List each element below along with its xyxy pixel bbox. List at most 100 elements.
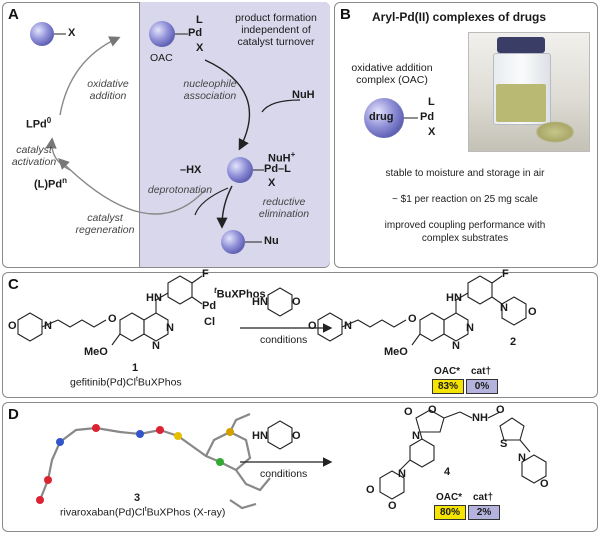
compound-3-caption: rivaroxaban(Pd)CltBuXPhos (X-ray) <box>60 506 226 519</box>
d-o-morpholinone-ring: O <box>388 500 397 512</box>
d-n-morpholinone: N <box>398 468 406 480</box>
oac-caption: oxidative addition complex (OAC) <box>351 62 433 86</box>
drug-pd-l: L <box>428 96 435 108</box>
c2-n-left: N <box>344 320 352 332</box>
c-o-ether: O <box>108 313 117 325</box>
nuh-plus-label: NuH+ <box>268 150 296 165</box>
d-reagent-o: O <box>292 430 301 442</box>
c2-hn: HN <box>446 292 462 304</box>
c2-o-morph: O <box>528 306 537 318</box>
d-n-morph: N <box>518 452 526 464</box>
c2-meo: MeO <box>384 346 408 358</box>
c2-o-left: O <box>308 320 317 332</box>
lpd0-label: LPd0 <box>26 116 52 131</box>
compound-3: 3 <box>134 492 141 504</box>
product-ball <box>221 230 245 254</box>
pd-l-label: Pd–L <box>264 163 291 175</box>
c2-o-ether: O <box>408 313 417 325</box>
c-f: F <box>202 268 209 280</box>
c-n-left: N <box>44 320 52 332</box>
d-o-carbonyl1: O <box>404 406 413 418</box>
c-cat-header: cat† <box>470 366 491 377</box>
c-pd: Pd <box>202 300 217 312</box>
c-meo: MeO <box>84 346 108 358</box>
c-hn: HN <box>146 292 162 304</box>
oac-pd-top: L <box>196 14 203 26</box>
c2-n-quin2: N <box>452 340 460 352</box>
nuh-in-arrow <box>261 99 301 113</box>
drug-label: drug <box>369 111 394 123</box>
d-reagent-hn: HN <box>252 430 268 442</box>
panel-d-label: D <box>8 406 19 423</box>
x-bottom-label: X <box>268 177 276 189</box>
powder-pile <box>535 121 575 143</box>
panel-b-label: B <box>340 6 351 23</box>
catalyst-regeneration-label: catalyst regeneration <box>75 212 135 236</box>
c-o-left: O <box>8 320 17 332</box>
nu-label: Nu <box>264 235 279 247</box>
oac-pd: Pd <box>188 27 203 39</box>
panel-a-label: A <box>8 6 19 23</box>
vial-body <box>493 53 551 125</box>
benefit-coupling: improved coupling performance with compl… <box>384 220 546 244</box>
nuh-label: NuH <box>292 89 315 101</box>
d-o-morph: O <box>540 478 549 490</box>
panel-c <box>2 272 598 398</box>
deprotonation-label: deprotonation <box>147 184 213 196</box>
c2-f: F <box>502 268 509 280</box>
drug-pd-x: X <box>428 126 436 138</box>
c-oac-yield-badge: 83% <box>432 379 464 394</box>
panel-c-label: C <box>8 276 19 293</box>
d-n-oxaz: N <box>412 430 420 442</box>
c-ligand: tBuXPhos <box>214 286 266 301</box>
c2-n-morph: N <box>500 302 508 314</box>
oac-pd-bottom: X <box>196 42 204 54</box>
c-reagent-hn: HN <box>252 296 268 308</box>
c-oac-header: OAC* <box>433 366 461 377</box>
pd-complex-ball <box>227 157 253 183</box>
oxidative-addition-label: oxidative addition <box>87 78 129 102</box>
compound-2: 2 <box>510 336 517 348</box>
panel-b-title: Aryl-Pd(II) complexes of drugs <box>372 10 547 24</box>
benefit-cost: ~ $1 per reaction on 25 mg scale <box>392 194 538 205</box>
c-n-quin2: N <box>152 340 160 352</box>
c-n-quin1: N <box>166 322 174 334</box>
reductive-elimination-arrow <box>216 185 233 229</box>
d-conditions: conditions <box>260 468 308 480</box>
catalyst-regeneration-arrow <box>58 158 206 215</box>
c2-n-quin1: N <box>466 322 474 334</box>
d-o-morpholinone: O <box>366 484 375 496</box>
vial-powder <box>496 84 546 122</box>
drug-pd: Pd <box>420 111 435 123</box>
x-label: X <box>68 27 76 39</box>
vial-photo <box>468 32 590 152</box>
product-note: product formation independent of catalys… <box>235 12 317 48</box>
panel-a-shaded-region <box>139 2 330 267</box>
oxidative-addition-arrow <box>59 36 121 116</box>
catalyst-activation-label: catalyst activation <box>11 144 57 168</box>
d-o-amide: O <box>496 404 505 416</box>
reductive-elimination-label: reductive elimination <box>258 196 310 220</box>
lpdn-label: (L)Pdn <box>34 176 67 191</box>
oac-ball <box>149 21 175 47</box>
c-cl: Cl <box>204 316 215 328</box>
aryl-ball-1 <box>30 22 54 46</box>
d-cat-yield-badge: 2% <box>468 505 500 520</box>
c-reagent-o: O <box>292 296 301 308</box>
benefit-stable: stable to moisture and storage in air <box>385 168 545 179</box>
hx-label: –HX <box>180 164 202 176</box>
vial-cap <box>497 37 545 53</box>
deprotonation-arrow <box>194 187 229 216</box>
compound-1-caption: gefitinib(Pd)CltBuXPhos <box>70 376 182 389</box>
d-oac-header: OAC* <box>435 492 463 503</box>
compound-1: 1 <box>132 362 139 374</box>
d-oac-yield-badge: 80% <box>434 505 466 520</box>
d-o-ring: O <box>428 404 437 416</box>
d-s: S <box>500 438 508 450</box>
c-cat-yield-badge: 0% <box>466 379 498 394</box>
nucleophile-association-label: nucleophile association <box>183 78 237 102</box>
